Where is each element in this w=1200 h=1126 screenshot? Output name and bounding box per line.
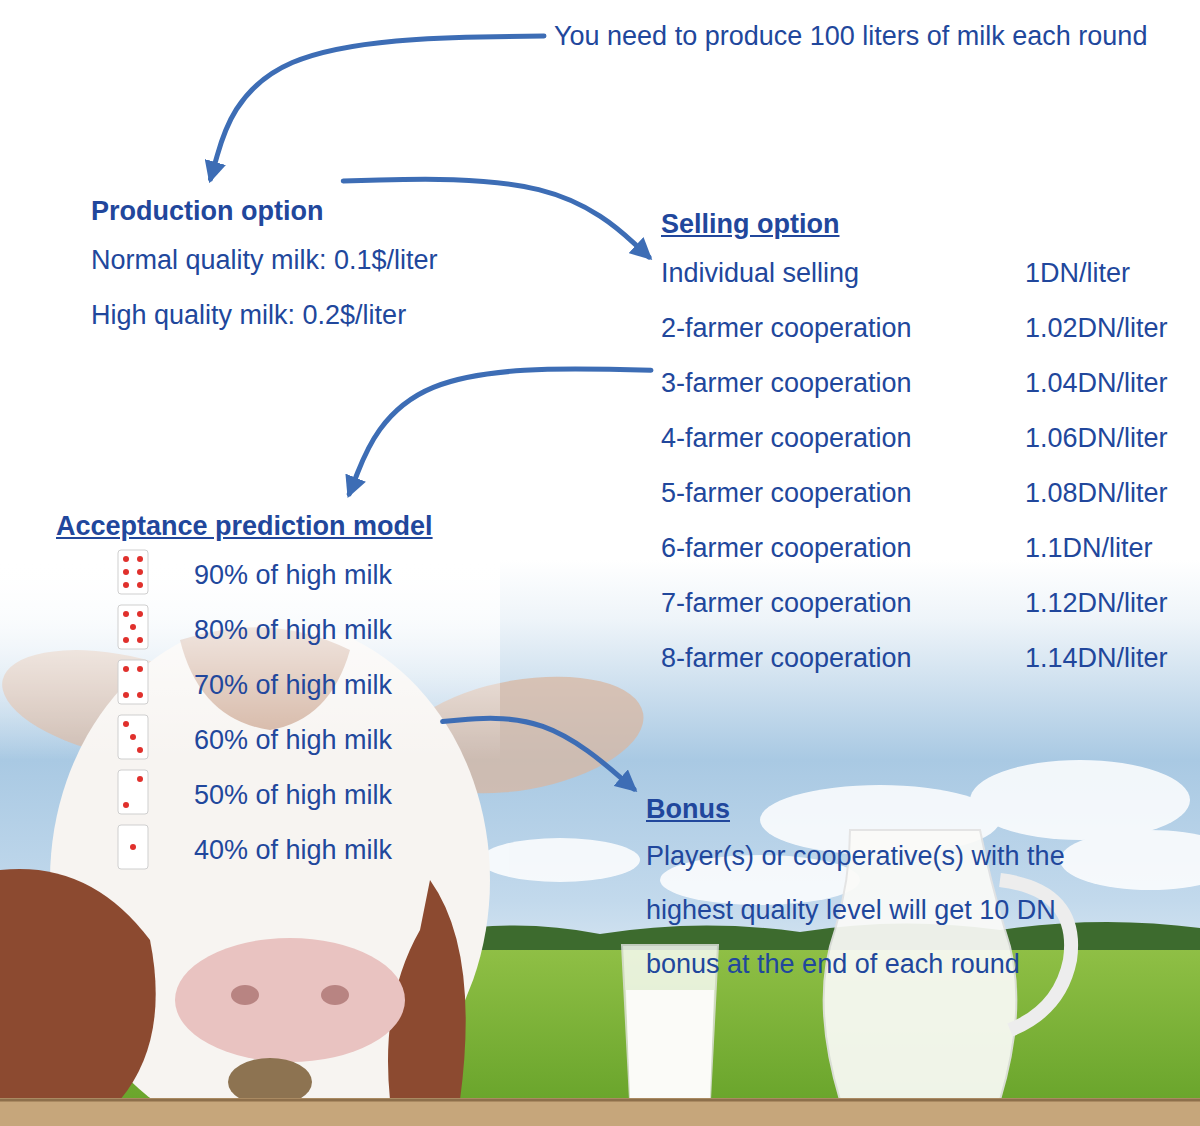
table-cell: 3-farmer cooperation	[661, 356, 1025, 411]
probability-text: 60% of high milk	[194, 713, 433, 768]
table-cell: 1.06DN/liter	[1025, 411, 1168, 466]
table-cell: 1.1DN/liter	[1025, 521, 1168, 576]
table-cell: 1.02DN/liter	[1025, 301, 1168, 356]
selling-block: Selling optionIndividual selling1DN/lite…	[655, 198, 1174, 690]
instruction-text: You need to produce 100 liters of milk e…	[548, 12, 1153, 60]
clouds	[480, 760, 1200, 905]
table-cell: 6-farmer cooperation	[661, 521, 1025, 576]
table-cell: 1.08DN/liter	[1025, 466, 1168, 521]
section-heading: Bonus	[646, 789, 1104, 829]
probability-text: 70% of high milk	[194, 658, 433, 713]
table-edge	[0, 1098, 1200, 1126]
acceptance-block: Acceptance prediction model90% of high m…	[50, 500, 439, 882]
instruction-text: You need to produce 100 liters of milk e…	[554, 16, 1147, 56]
probability-text: 80% of high milk	[194, 603, 433, 658]
table-cell: 5-farmer cooperation	[661, 466, 1025, 521]
dice	[118, 550, 148, 869]
table-cell: 8-farmer cooperation	[661, 631, 1025, 686]
table-cell: 1.04DN/liter	[1025, 356, 1168, 411]
table-cell: 1.12DN/liter	[1025, 576, 1168, 631]
bonus-text: Player(s) or cooperative(s) with the hig…	[646, 829, 1104, 991]
section-heading: Production option	[91, 189, 438, 233]
option-text: Normal quality milk: 0.1$/liter	[91, 233, 438, 288]
cow	[0, 560, 653, 1126]
flow-arrow	[211, 36, 544, 179]
table-cell: 1DN/liter	[1025, 246, 1168, 301]
flow-arrow	[443, 718, 634, 789]
section-heading: Selling option	[661, 202, 1168, 246]
table-cell: 4-farmer cooperation	[661, 411, 1025, 466]
flow-arrow	[349, 369, 651, 494]
bonus-block: BonusPlayer(s) or cooperative(s) with th…	[640, 785, 1110, 995]
probability-text: 40% of high milk	[194, 823, 433, 878]
table-cell: Individual selling	[661, 246, 1025, 301]
table-cell: 7-farmer cooperation	[661, 576, 1025, 631]
section-heading: Acceptance prediction model	[56, 504, 433, 548]
table-cell: 2-farmer cooperation	[661, 301, 1025, 356]
probability-text: 50% of high milk	[194, 768, 433, 823]
table-cell: 1.14DN/liter	[1025, 631, 1168, 686]
option-text: High quality milk: 0.2$/liter	[91, 288, 438, 343]
production-block: Production optionNormal quality milk: 0.…	[85, 185, 444, 347]
probability-text: 90% of high milk	[194, 548, 433, 603]
